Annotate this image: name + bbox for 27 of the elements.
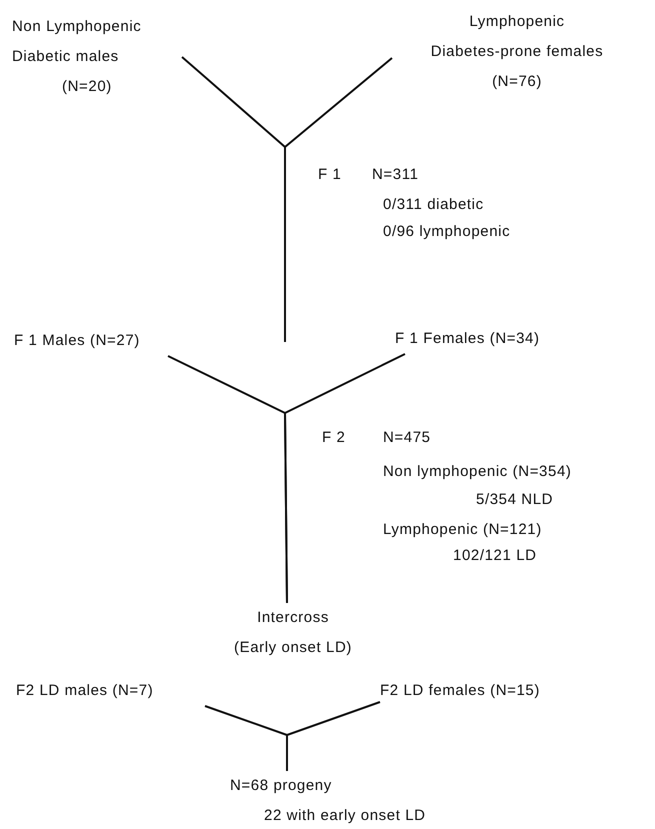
node-text: F 1 Females (N=34) xyxy=(395,329,540,349)
node-text: (N=76) xyxy=(492,72,542,92)
annotation-text: Non lymphopenic (N=354) xyxy=(383,463,572,481)
node-text: (Early onset LD) xyxy=(234,638,352,658)
annotation-text: N=311 xyxy=(372,166,419,184)
node-text: Non Lymphopenic xyxy=(12,17,142,37)
connector-line xyxy=(284,353,406,604)
node-text: Diabetic males xyxy=(12,47,119,67)
node-text: 22 with early onset LD xyxy=(263,806,426,826)
annotation-text: F 2 xyxy=(322,429,346,447)
connector-line xyxy=(284,57,393,342)
connector-line xyxy=(286,701,380,771)
node-text: (N=20) xyxy=(61,77,112,97)
annotation-text: Lymphopenic (N=121) xyxy=(383,521,542,539)
annotation-text: F 1 xyxy=(318,166,342,184)
node-text: N=68 progeny xyxy=(230,776,332,796)
annotation-text: 5/354 NLD xyxy=(476,491,554,509)
node-text: Diabetes-prone females xyxy=(430,42,604,62)
node-text: Intercross xyxy=(257,608,329,628)
node-text: F 1 Males (N=27) xyxy=(14,331,140,351)
node-text: F2 LD females (N=15) xyxy=(380,681,540,701)
annotation-text: 0/96 lymphopenic xyxy=(383,223,510,241)
annotation-text: 0/311 diabetic xyxy=(383,196,484,214)
annotation-text: N=475 xyxy=(383,429,431,447)
node-text: Lymphopenic xyxy=(469,12,565,32)
node-text: F2 LD males (N=7) xyxy=(16,681,154,701)
annotation-text: 102/121 LD xyxy=(453,547,537,565)
